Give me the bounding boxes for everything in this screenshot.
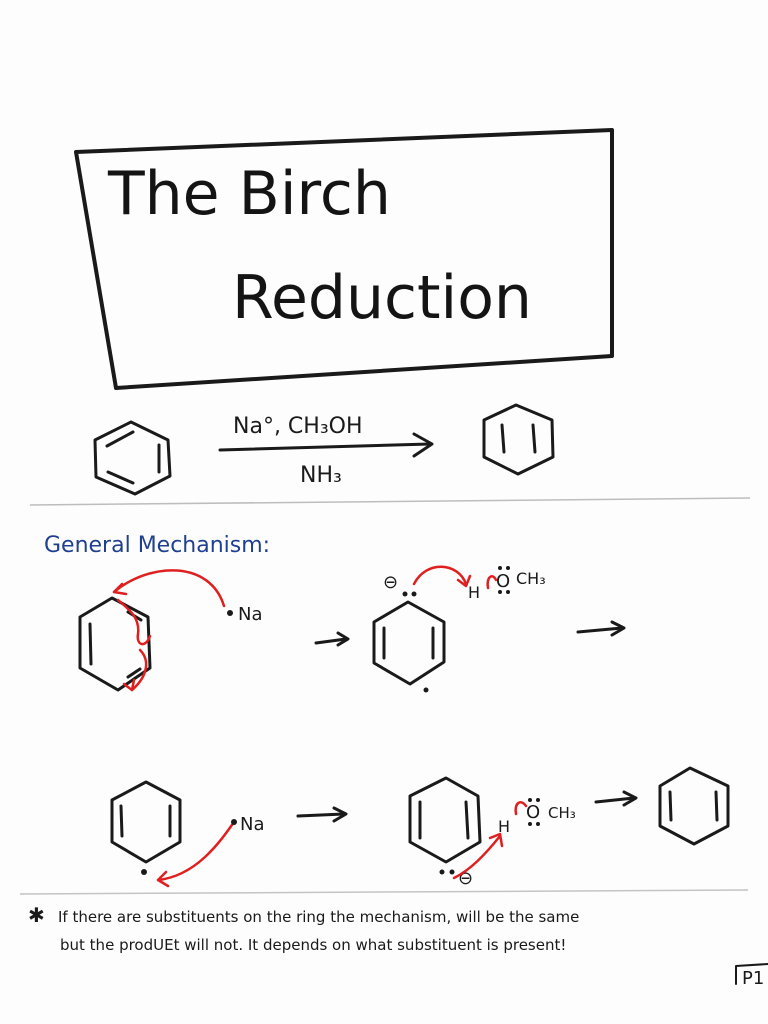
step1-na: Na — [238, 604, 263, 625]
step2-methyl: CH₃ — [516, 569, 546, 588]
title-line1: The Birch — [107, 159, 391, 229]
mechanism-step1: Na — [78, 569, 350, 692]
step3-na: Na — [240, 814, 265, 835]
overall-reaction: Na°, CH₃OH NH₃ — [93, 403, 555, 496]
footnote-line1: If there are substituents on the ring th… — [58, 908, 579, 926]
step4-o: O — [526, 802, 540, 823]
title-line2: Reduction — [232, 263, 532, 333]
step2-o: O — [496, 571, 510, 592]
page-number: P1 — [742, 968, 764, 989]
footnote-line2: but the prodUEt will not. It depends on … — [60, 936, 566, 954]
step4-h: H — [498, 817, 510, 836]
mechanism-step2: ⊖ H O CH₃ — [372, 565, 626, 693]
cyclohexadiene-product — [482, 403, 555, 476]
page-marker: P1 — [735, 963, 768, 989]
benzene-reactant — [93, 420, 172, 496]
footnote-star: ✱ — [28, 903, 45, 927]
footnote-divider — [19, 889, 749, 895]
footnote: ✱ If there are substituents on the ring … — [28, 903, 579, 954]
mechanism-step3: Na — [110, 780, 348, 888]
reagents-top: Na°, CH₃OH — [233, 414, 363, 439]
mechanism-step4: ⊖ H O CH₃ — [408, 766, 730, 889]
section-divider — [29, 497, 751, 506]
reagents-bottom: NH₃ — [300, 463, 342, 488]
mechanism-heading: General Mechanism: — [44, 533, 270, 558]
step2-h: H — [468, 583, 480, 602]
step4-methyl: CH₃ — [548, 804, 576, 822]
step2-charge: ⊖ — [383, 572, 398, 593]
title-box: The Birch Reduction — [74, 128, 614, 390]
